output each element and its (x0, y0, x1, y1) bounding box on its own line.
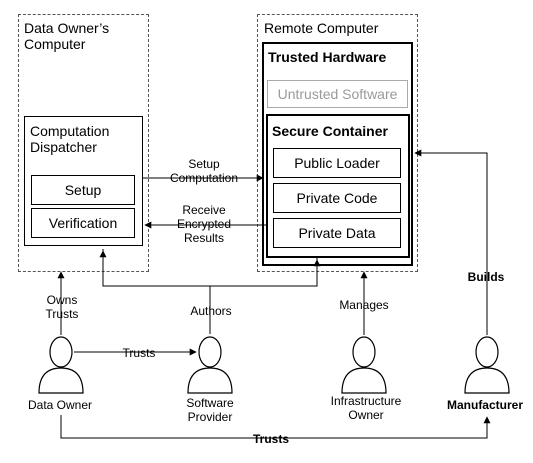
infrastructure-owner-person-icon (341, 336, 387, 394)
manufacturer-person-icon (464, 336, 510, 394)
authors-label: Authors (183, 304, 239, 318)
data-owner-computer-container (18, 14, 149, 272)
manages-label: Manages (334, 298, 394, 312)
data-owner-label: Data Owner (27, 398, 93, 412)
software-provider-label: Software Provider (186, 396, 234, 424)
trusts-owner-provider-label: Trusts (117, 346, 161, 360)
private-data-box: Private Data (273, 218, 401, 248)
receive-encrypted-results-label: Receive Encrypted Results (176, 203, 232, 245)
builds-label: Builds (462, 270, 510, 284)
verification-box: Verification (31, 208, 135, 238)
data-owner-computer-label: Data Owner’s Computer (24, 20, 110, 52)
untrusted-software-box: Untrusted Software (267, 80, 408, 108)
remote-computer-label: Remote Computer (264, 20, 379, 36)
builds-arrow (414, 149, 488, 335)
secure-container-label: Secure Container (272, 123, 388, 139)
trusted-hardware-label: Trusted Hardware (268, 49, 387, 65)
setup-computation-label: Setup Computation (169, 157, 239, 185)
owns-trusts-label: Owns Trusts (36, 293, 88, 321)
trusts-owner-manufacturer-label: Trusts (246, 432, 296, 446)
manufacturer-label: Manufacturer (446, 398, 523, 412)
data-owner-person-icon (38, 336, 84, 394)
setup-box: Setup (31, 175, 135, 205)
private-code-box: Private Code (273, 183, 401, 213)
computation-dispatcher-label: Computation Dispatcher (30, 123, 110, 155)
public-loader-box: Public Loader (273, 148, 401, 178)
software-provider-person-icon (187, 336, 233, 394)
remote-computer-container (257, 14, 418, 272)
infrastructure-owner-label: Infrastructure Owner (330, 394, 402, 422)
